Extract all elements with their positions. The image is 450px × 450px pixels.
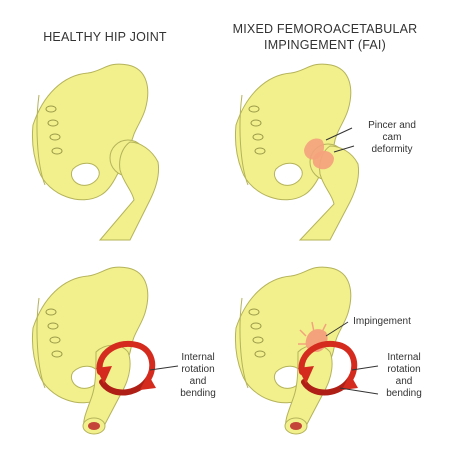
impingement-leader-line xyxy=(325,321,349,337)
label-rotation: rotation xyxy=(181,364,214,375)
femur-bone xyxy=(98,139,159,241)
label-rotation: rotation xyxy=(387,364,420,375)
marrow-canal xyxy=(290,422,302,430)
label-pincer: Pincer and xyxy=(368,120,416,131)
label-and: and xyxy=(190,376,207,387)
label-impingement: Impingement xyxy=(353,316,411,327)
label-deformity: deformity xyxy=(371,144,412,155)
healthy-hip-joint-illustration xyxy=(31,63,159,241)
label-bending: bending xyxy=(386,388,422,399)
label-internal: Internal xyxy=(181,352,214,363)
pelvis-bone xyxy=(31,266,149,404)
title-mixed-fai-line2: IMPINGEMENT (FAI) xyxy=(264,38,386,52)
title-mixed-fai-line1: MIXED FEMOROACETABULAR xyxy=(232,22,418,36)
title-healthy-hip-joint: HEALTHY HIP JOINT xyxy=(43,30,167,44)
bending-leader-line xyxy=(339,387,379,395)
fai-impingement-illustration: Impingement Internal rotation and bendin… xyxy=(234,266,422,435)
pelvis-bone xyxy=(234,266,352,404)
marrow-canal xyxy=(88,422,100,430)
cam-deformity-shape xyxy=(312,150,334,170)
pincer-leader-line xyxy=(325,127,353,141)
label-cam: cam xyxy=(383,132,402,143)
label-internal: Internal xyxy=(387,352,420,363)
mixed-fai-illustration: Pincer and cam deformity xyxy=(234,63,416,241)
label-and: and xyxy=(396,376,413,387)
rotation-leader-line xyxy=(149,365,179,371)
cam-leader-line xyxy=(333,145,355,153)
label-bending: bending xyxy=(180,388,216,399)
healthy-hip-rotation-illustration: Internal rotation and bending xyxy=(31,266,216,435)
rotation-leader-line xyxy=(351,365,379,371)
